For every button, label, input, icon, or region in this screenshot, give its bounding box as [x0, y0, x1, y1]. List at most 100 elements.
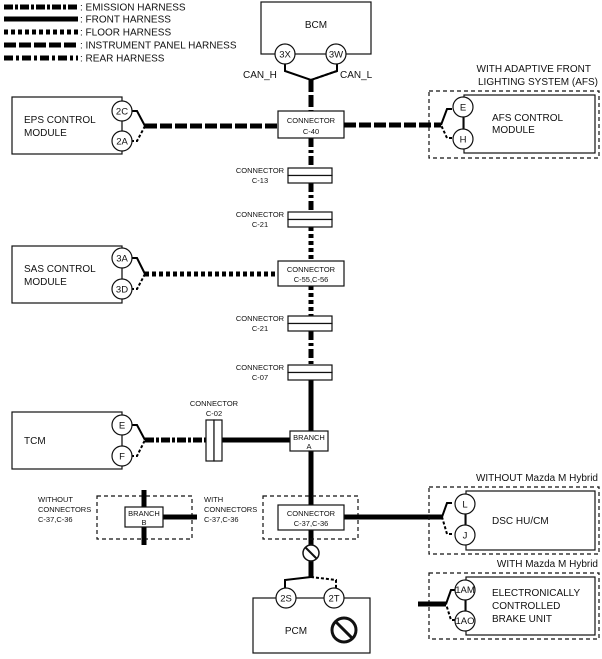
sas-pin-3a-label: 3A	[116, 254, 128, 265]
connector-c40-box	[277, 110, 345, 139]
connector-c02-label-2: C-02	[206, 409, 222, 418]
branch-b-with-note-2: CONNECTORS	[204, 505, 257, 514]
afs-optional-frame	[428, 90, 600, 159]
connector-c02: CONNECTOR C-02	[190, 399, 239, 462]
ecbu-label-1: ELECTRONICALLY	[492, 588, 581, 599]
connector-c55-c56-label-1: CONNECTOR	[287, 265, 336, 274]
branch-a-label-1: BRANCH	[293, 433, 325, 442]
sas-label-2: MODULE	[24, 277, 67, 288]
connector-c21-upper-a	[287, 211, 333, 221]
tcm-pin-e-label: E	[119, 421, 125, 432]
eps-lead-2a	[131, 125, 146, 142]
connector-c02-left	[205, 419, 215, 462]
legend-label-instrument-panel: : INSTRUMENT PANEL HARNESS	[80, 41, 237, 52]
pcm-pin-2t-label: 2T	[328, 594, 339, 605]
ecbu-lead-1ao	[445, 603, 455, 621]
afs-condition-1: WITH ADAPTIVE FRONT	[477, 64, 591, 75]
afs-lead-h	[440, 124, 452, 139]
sas-pin-3d	[111, 278, 133, 300]
bcm-pin-3w-label: 3W	[329, 50, 343, 61]
connector-c21-upper: CONNECTOR C-21	[236, 210, 333, 229]
ecbu-box	[465, 576, 596, 636]
bcm-pin-3x-label: 3X	[279, 50, 291, 61]
afs-label-2: MODULE	[492, 125, 535, 136]
dsc-lead-j	[441, 516, 452, 535]
afs-lead-e	[440, 108, 452, 126]
connector-c07-label-2: C-07	[252, 373, 268, 382]
bcm-label: BCM	[305, 20, 327, 31]
sas-pin-3d-label: 3D	[116, 285, 128, 296]
ecbu-pin-1am-label: 1AM	[455, 585, 475, 596]
tcm-pin-f-label: F	[119, 452, 125, 463]
connector-c21-upper-label-1: CONNECTOR	[236, 210, 285, 219]
ecbu-lead-1am	[445, 589, 455, 605]
dsc-label: DSC HU/CM	[492, 516, 549, 527]
legend-label-rear: : REAR HARNESS	[80, 54, 165, 65]
dsc-lead-l	[441, 502, 452, 518]
connector-c21-lower-label-2: C-21	[252, 324, 268, 333]
connector-c37-c36-label-1: CONNECTOR	[287, 509, 336, 518]
connector-c13-label-1: CONNECTOR	[236, 166, 285, 175]
eps-pin-2a	[111, 130, 133, 152]
afs-box	[463, 94, 596, 154]
ecbu-pin-1ao	[454, 610, 476, 632]
can-h-label: CAN_H	[243, 70, 277, 81]
connector-c13-upper	[287, 167, 333, 177]
connector-c21-lower-label-1: CONNECTOR	[236, 314, 285, 323]
connector-c02-right	[213, 419, 223, 462]
ecbu-pin-1ao-label: 1AO	[455, 616, 474, 627]
eps-lead-2c	[131, 110, 146, 127]
no-disassembly-symbol-small	[302, 544, 320, 562]
sas-lead-3d	[131, 273, 146, 290]
bcm-pin-3w	[325, 43, 347, 65]
tcm-module: TCM E F	[11, 411, 290, 470]
dsc-box	[465, 490, 596, 551]
prohibition-icon	[330, 616, 358, 644]
pcm-module: PCM 2S 2T	[252, 576, 371, 654]
afs-pin-e-label: E	[460, 103, 466, 114]
ecbu-label-2: CONTROLLED	[492, 601, 560, 612]
ecbu-condition: WITH Mazda M Hybrid	[497, 559, 598, 570]
afs-pin-h	[452, 128, 474, 150]
connector-c21-lower: CONNECTOR C-21	[236, 314, 333, 333]
branch-a-box	[289, 430, 329, 452]
connector-c37-c36-box	[277, 504, 345, 531]
connector-c21-upper-label-2: C-21	[252, 220, 268, 229]
branch-b-without-note-2: CONNECTORS	[38, 505, 91, 514]
connector-c13: CONNECTOR C-13	[236, 166, 333, 185]
eps-pin-2a-label: 2A	[116, 137, 128, 148]
bcm-pin-3x	[274, 43, 296, 65]
dsc-optional-frame	[428, 486, 600, 555]
prohibition-slash	[334, 620, 354, 640]
pcm-box	[252, 597, 371, 654]
pcm-lead-2t	[310, 576, 337, 590]
connector-c40-label-2: C-40	[303, 127, 319, 136]
tcm-label: TCM	[24, 436, 46, 447]
branch-b-label-2: B	[141, 518, 146, 527]
branch-b-with-note-1: WITH	[204, 495, 223, 504]
ecbu-module: WITH Mazda M Hybrid ELECTRONICALLY CONTR…	[418, 559, 600, 640]
ecbu-label-3: BRAKE UNIT	[492, 614, 552, 625]
eps-control-module: EPS CONTROL MODULE 2C 2A	[11, 96, 278, 155]
eps-label-2: MODULE	[24, 128, 67, 139]
afs-pin-h-label: H	[460, 135, 467, 146]
legend-label-emission: : EMISSION HARNESS	[80, 3, 186, 14]
dsc-pin-l	[454, 493, 476, 515]
prohibition-slash-small	[304, 546, 318, 560]
legend-label-front: : FRONT HARNESS	[80, 15, 171, 26]
connector-c37-c36-label-2: C-37,C-36	[294, 519, 329, 528]
pcm-pin-2s-label: 2S	[280, 594, 292, 605]
dsc-pin-l-label: L	[462, 500, 467, 511]
eps-pin-2c	[111, 100, 133, 122]
connector-c13-label-2: C-13	[252, 176, 268, 185]
ecbu-pin-1am	[454, 579, 476, 601]
connector-c07-lower	[287, 371, 333, 381]
eps-box	[11, 96, 123, 155]
pcm-pin-2t	[323, 587, 345, 609]
eps-label-1: EPS CONTROL	[24, 115, 96, 126]
afs-condition-2: LIGHTING SYSTEM (AFS)	[478, 77, 598, 88]
connector-c40: CONNECTOR C-40	[277, 110, 345, 139]
connector-c07: CONNECTOR C-07	[236, 363, 333, 382]
sas-pin-3a	[111, 247, 133, 269]
